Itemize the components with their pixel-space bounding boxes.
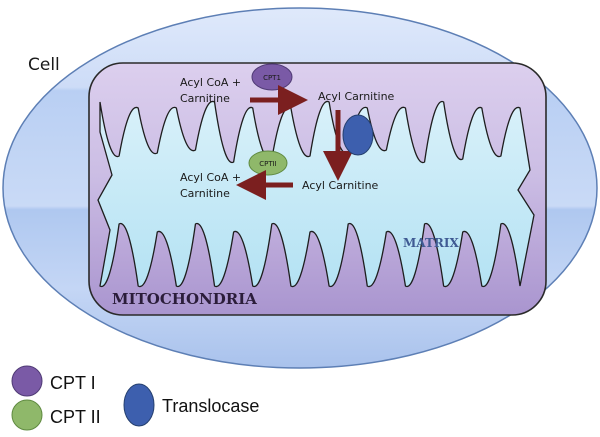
- mitochondria-label: MITOCHONDRIA: [112, 290, 257, 308]
- cpt2-legend-icon: [11, 399, 43, 431]
- legend-label-cpt1: CPT I: [50, 373, 96, 393]
- outer-product-label: Acyl Carnitine: [318, 90, 395, 103]
- cell-label: Cell: [28, 55, 60, 75]
- cpt2-enzyme: [248, 150, 288, 176]
- mitochondrial-matrix: [97, 100, 535, 288]
- cpt1-legend-icon: [11, 365, 43, 397]
- cpt1-enzyme-label: CPT1: [263, 74, 281, 82]
- translocase-legend-icon: [123, 383, 155, 427]
- inner-reactant-line1: Acyl CoA +: [180, 171, 241, 184]
- cpt2-enzyme-label: CPTII: [259, 160, 277, 168]
- matrix-label: MATRIX: [403, 236, 459, 250]
- legend-label-translocase: Translocase: [162, 396, 259, 416]
- legend: CPT I CPT II Translocase: [11, 365, 259, 431]
- outer-reactant-line1: Acyl CoA +: [180, 76, 241, 89]
- legend-label-cpt2: CPT II: [50, 407, 101, 427]
- inner-product-label: Acyl Carnitine: [302, 179, 379, 192]
- outer-reactant-line2: Carnitine: [180, 92, 230, 105]
- cpt1-enzyme: [251, 63, 293, 91]
- translocase-protein: [342, 114, 374, 156]
- inner-reactant-line2: Carnitine: [180, 187, 230, 200]
